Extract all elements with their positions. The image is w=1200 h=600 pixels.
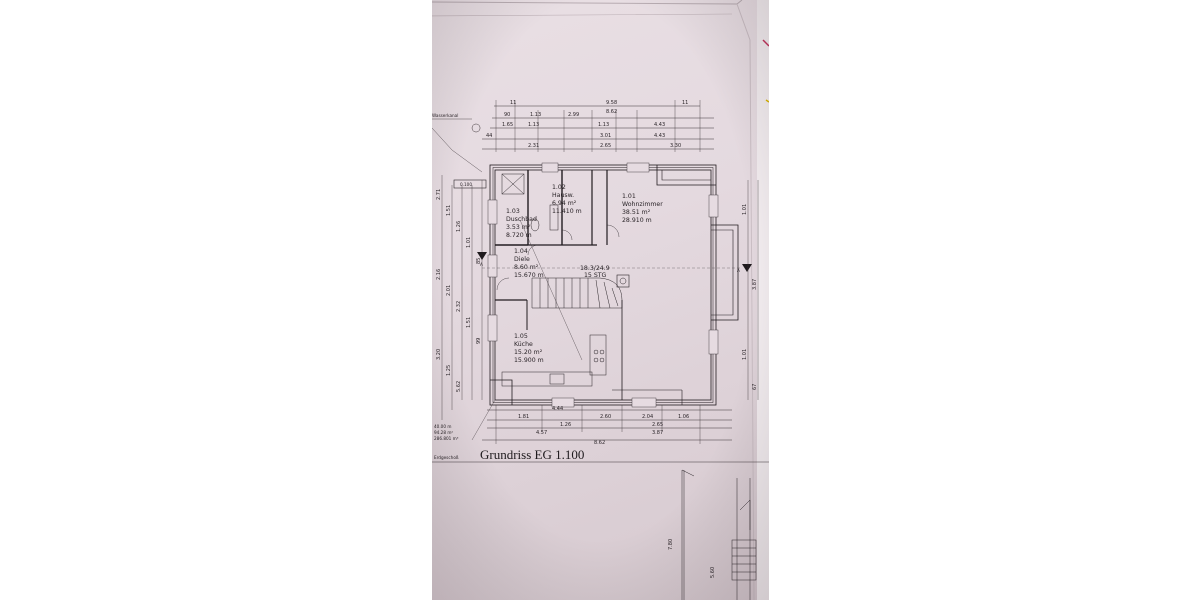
- bottom-dim-5: 1.06: [678, 414, 689, 420]
- left-dimension-label: 1.25: [446, 365, 452, 376]
- room-wohnzimmer: 1.01 Wohnzimmer 38.51 m² 28.910 m: [622, 193, 663, 224]
- bottom-dim-4: 2.04: [642, 414, 653, 420]
- left-note-4: Erdgeschoß: [434, 455, 459, 460]
- top-dim-4: 1.13: [530, 112, 541, 118]
- lower-partial-drawing: [681, 469, 757, 600]
- right-dimension-label: 1.01: [742, 349, 748, 360]
- bottom-dim-7: 2.65: [652, 422, 663, 428]
- staircase-icon: [531, 277, 623, 309]
- bottom-dim-6: 1.26: [560, 422, 571, 428]
- top-dim-6: 8.62: [606, 109, 617, 115]
- drawing-caption: Grundriss EG 1.100: [480, 447, 584, 462]
- top-dim-14: 4.43: [654, 133, 665, 139]
- top-dim-13: 3.01: [600, 133, 611, 139]
- room-name: Duschbad: [506, 216, 537, 223]
- top-dim-5: 2.99: [568, 112, 579, 118]
- top-dim-8: 1.65: [502, 122, 513, 128]
- left-dimension-label: 2.32: [456, 301, 462, 312]
- room-number: 1.02: [552, 184, 566, 191]
- room-area: 38.51 m²: [622, 209, 651, 216]
- left-dimension-label: 3.20: [436, 349, 442, 360]
- bottom-dim-9: 3.87: [652, 430, 663, 436]
- right-dimension-label: 67: [752, 384, 758, 390]
- top-dim-17: 3.30: [670, 143, 681, 149]
- stair-steps: 15 STG: [584, 272, 607, 279]
- room-perimeter: 15.670 m: [514, 272, 544, 279]
- left-dimension-label: 1.51: [466, 317, 472, 328]
- room-number: 1.05: [514, 333, 528, 340]
- room-name: Diele: [514, 256, 530, 263]
- left-dimensions: 2.711.511.261.01852.162.012.321.51993.20…: [436, 189, 482, 392]
- bottom-dim-8: 4.57: [536, 430, 547, 436]
- room-area: 15.20 m²: [514, 349, 543, 356]
- chimney-icon: [616, 274, 630, 288]
- room-perimeter: 15.900 m: [514, 357, 544, 364]
- left-note-1: 40.00 m: [434, 424, 451, 429]
- top-dim-1: 11: [510, 100, 516, 106]
- room-area: 3.53 m²: [506, 224, 531, 231]
- stair-label: 18.3/24.9: [580, 265, 610, 272]
- top-dim-15: 2.31: [528, 143, 539, 149]
- room-name: Küche: [514, 341, 533, 348]
- left-dimension-label: 2.01: [446, 285, 452, 296]
- room-hauswirtschaft: 1.02 Hausw. 6.94 m² 11.410 m: [552, 184, 582, 215]
- bottom-dim-10: 8.62: [594, 440, 605, 446]
- left-note-2: 94.28 m²: [434, 430, 453, 435]
- top-dim-2: 9.58: [606, 100, 617, 106]
- bottom-dim-3: 2.60: [600, 414, 611, 420]
- floor-plan-drawing: 11 9.58 11 1.13 2.99 8.62 90 1.65 1.13 1…: [432, 0, 769, 600]
- top-dim-16: 2.65: [600, 143, 611, 149]
- section-marker-right-label: A: [737, 268, 740, 273]
- top-dim-7: 90: [504, 112, 510, 118]
- room-perimeter: 28.910 m: [622, 217, 652, 224]
- top-dim-10: 1.13: [598, 122, 609, 128]
- lower-dim-1: 7.80: [668, 539, 674, 550]
- top-dim-9: 1.13: [528, 122, 539, 128]
- left-dimension-label: 1.26: [456, 221, 462, 232]
- top-dim-3: 11: [682, 100, 688, 106]
- room-number: 1.04: [514, 248, 528, 255]
- room-kueche: 1.05 Küche 15.20 m² 15.900 m: [514, 333, 544, 364]
- photographed-plan-sheet: 11 9.58 11 1.13 2.99 8.62 90 1.65 1.13 1…: [432, 0, 769, 600]
- top-dim-12: 44: [486, 133, 492, 139]
- left-dimension-label: 2.71: [436, 189, 442, 200]
- left-dimension-label: 1.01: [466, 237, 472, 248]
- room-number: 1.03: [506, 208, 520, 215]
- room-name: Hausw.: [552, 192, 574, 199]
- left-dimension-label: 5.62: [456, 381, 462, 392]
- room-area: 6.94 m²: [552, 200, 577, 207]
- bottom-dim-2: 4.44: [552, 406, 563, 412]
- right-dimension-label: 3.87: [752, 279, 758, 290]
- section-marker-right-icon: [742, 264, 752, 272]
- room-perimeter: 11.410 m: [552, 208, 582, 215]
- header-reference: Wasserkanal: [432, 113, 458, 118]
- reference-circle-icon: [471, 123, 481, 133]
- right-dimensions: 1.01 3.87 1.01 67: [742, 204, 758, 390]
- lower-dim-2: 5.60: [710, 567, 716, 578]
- left-dimension-label: 99: [476, 338, 482, 344]
- room-name: Wohnzimmer: [622, 201, 663, 208]
- bottom-dim-1: 1.81: [518, 414, 529, 420]
- left-dimension-label: 1.51: [446, 205, 452, 216]
- room-duschbad: 1.03 Duschbad 3.53 m² 8.720 m: [506, 208, 537, 239]
- room-perimeter: 8.720 m: [506, 232, 532, 239]
- section-marker-left-label: A: [480, 262, 483, 267]
- left-dimension-label: 2.16: [436, 269, 442, 280]
- top-dim-11: 4.43: [654, 122, 665, 128]
- room-area: 8.60 m²: [514, 264, 539, 271]
- room-number: 1.01: [622, 193, 636, 200]
- left-note-3: 286.801 m³: [434, 436, 459, 441]
- right-dimension-label: 1.01: [742, 204, 748, 215]
